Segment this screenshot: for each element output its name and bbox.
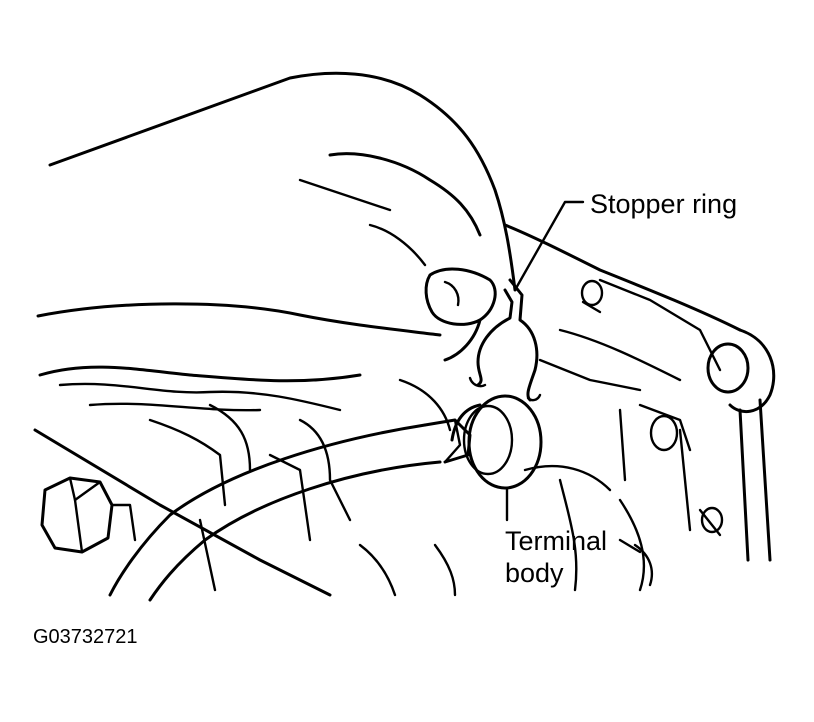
figure-code: G03732721 [33, 626, 138, 648]
stopper-ring-clip [468, 278, 542, 402]
terminal-body [423, 394, 543, 490]
leader-lines [505, 200, 642, 554]
terminal-body-label-line2: body [505, 558, 564, 588]
hex-bolt [40, 476, 137, 554]
hand [48, 71, 517, 362]
terminal-body-label: Terminal body [505, 525, 607, 589]
transmission-housing [33, 223, 776, 597]
cable [108, 423, 442, 602]
stopper-ring-label: Stopper ring [590, 189, 738, 219]
terminal-body-label-line1: Terminal [505, 526, 608, 556]
